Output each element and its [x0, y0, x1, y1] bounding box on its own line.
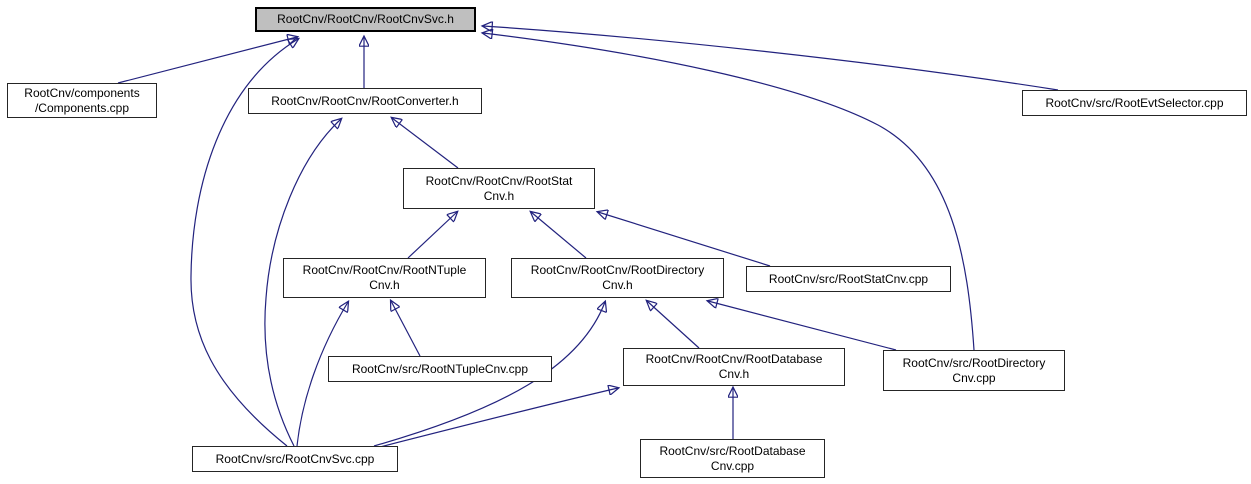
node-label: RootCnv/src/RootDatabase Cnv.cpp: [659, 443, 806, 473]
edge-rootntuplecnv-cpp-to-rootntuplecnv-h: [391, 301, 421, 357]
node-rootstatcnv-cpp[interactable]: RootCnv/src/RootStatCnv.cpp: [746, 266, 951, 292]
edge-rootdirectorycnv-cpp-to-rootcnvsvc-h: [483, 33, 975, 351]
node-components-cpp[interactable]: RootCnv/components /Components.cpp: [7, 83, 157, 118]
edge-rootcnvsvc-cpp-to-rootdirectorycnv-h: [373, 302, 605, 447]
edge-rootcnvsvc-cpp-to-rootntuplecnv-h: [296, 302, 348, 447]
node-rootdirectorycnv-cpp[interactable]: RootCnv/src/RootDirectory Cnv.cpp: [883, 350, 1065, 391]
edge-rootdirectorycnv-cpp-to-rootdirectorycnv-h: [708, 301, 897, 351]
edge-rootstatcnv-cpp-to-rootstatcnv-h: [598, 212, 771, 267]
edge-rootcnvsvc-cpp-to-rootdatabasecnv-h: [375, 388, 618, 449]
node-label: RootCnv/RootCnv/RootDirectory Cnv.h: [530, 263, 705, 292]
node-rootntuplecnv-cpp[interactable]: RootCnv/src/RootNTupleCnv.cpp: [328, 356, 552, 382]
node-rootntuplecnv-h[interactable]: RootCnv/RootCnv/RootNTuple Cnv.h: [283, 258, 486, 298]
node-rootdatabasecnv-cpp[interactable]: RootCnv/src/RootDatabase Cnv.cpp: [640, 439, 825, 478]
edge-rootstatcnv-h-to-rootconverter-h: [392, 118, 459, 169]
node-label: RootCnv/src/RootCnvSvc.cpp: [215, 451, 375, 466]
edge-rootntuplecnv-h-to-rootstatcnv-h: [407, 212, 457, 259]
node-label: RootCnv/RootCnv/RootDatabase Cnv.h: [645, 352, 823, 381]
edge-rootcnvsvc-cpp-to-rootcnvsvc-h: [190, 39, 298, 447]
node-label: RootCnv/RootCnv/RootNTuple Cnv.h: [302, 263, 467, 292]
edge-rootdatabasecnv-h-to-rootdirectorycnv-h: [647, 301, 700, 349]
node-label: RootCnv/RootCnv/RootConverter.h: [271, 93, 459, 108]
node-label: RootCnv/RootCnv/RootCnvSvc.h: [277, 12, 454, 26]
node-label: RootCnv/src/RootDirectory Cnv.cpp: [902, 355, 1046, 385]
edge-components-cpp-to-rootcnvsvc-h: [117, 37, 297, 84]
node-rootdirectorycnv-h[interactable]: RootCnv/RootCnv/RootDirectory Cnv.h: [511, 258, 724, 298]
node-rootstatcnv-h[interactable]: RootCnv/RootCnv/RootStat Cnv.h: [403, 168, 595, 209]
edge-rootevtselector-cpp-to-rootcnvsvc-h: [483, 26, 1059, 91]
node-rootcnvsvc-h[interactable]: RootCnv/RootCnv/RootCnvSvc.h: [255, 7, 476, 32]
node-label: RootCnv/src/RootEvtSelector.cpp: [1045, 95, 1224, 110]
node-rootcnvsvc-cpp[interactable]: RootCnv/src/RootCnvSvc.cpp: [192, 446, 398, 472]
node-label: RootCnv/src/RootNTupleCnv.cpp: [351, 361, 529, 376]
node-label: RootCnv/RootCnv/RootStat Cnv.h: [425, 173, 573, 203]
node-label: RootCnv/src/RootStatCnv.cpp: [768, 271, 929, 286]
node-rootevtselector-cpp[interactable]: RootCnv/src/RootEvtSelector.cpp: [1022, 90, 1247, 116]
edge-rootcnvsvc-cpp-to-rootconverter-h: [264, 119, 341, 447]
node-rootdatabasecnv-h[interactable]: RootCnv/RootCnv/RootDatabase Cnv.h: [623, 348, 845, 386]
node-label: RootCnv/components /Components.cpp: [24, 85, 140, 115]
node-rootconverter-h[interactable]: RootCnv/RootCnv/RootConverter.h: [248, 88, 482, 114]
edge-rootdirectorycnv-h-to-rootstatcnv-h: [531, 212, 587, 259]
